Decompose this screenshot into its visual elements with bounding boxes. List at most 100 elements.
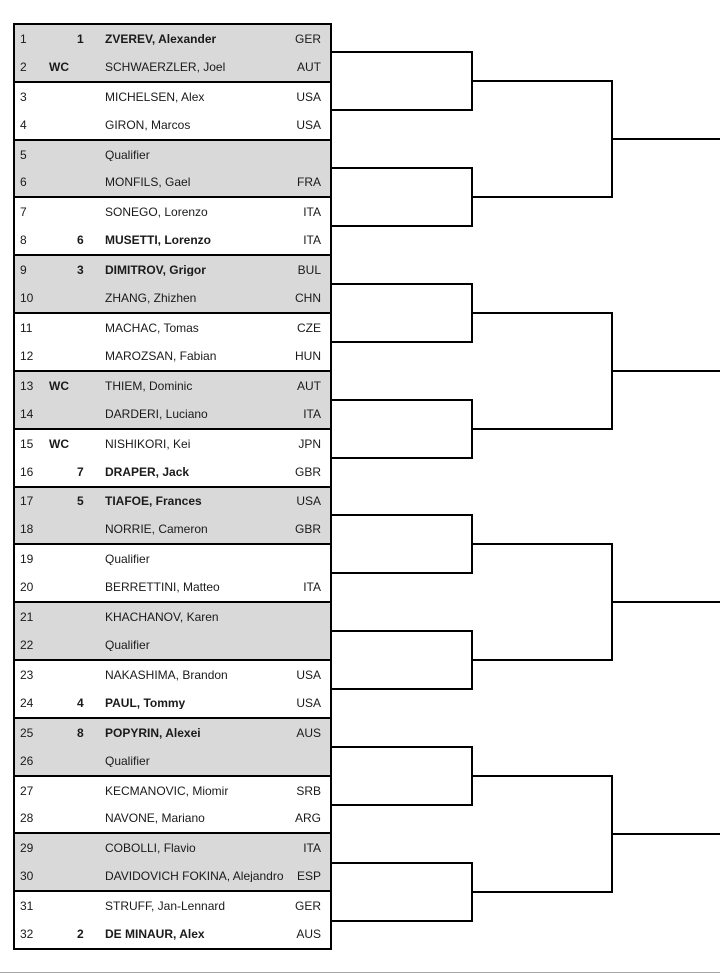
player-name: Qualifier <box>105 754 150 767</box>
player-position: 4 <box>20 117 27 132</box>
quarterfinal-line-5 <box>472 543 612 545</box>
player-row: 6 MONFILS, Gael FRA <box>15 169 330 197</box>
r16-winner-line-2 <box>332 109 472 111</box>
seed-number: 3 <box>77 263 84 278</box>
country-code: USA <box>296 117 321 132</box>
player-name: DRAPER, Jack <box>105 465 190 478</box>
player-name: MICHELSEN, Alex <box>105 90 205 103</box>
country-code: AUT <box>297 378 321 393</box>
r16-winner-line-14 <box>332 804 472 806</box>
seed-number: 4 <box>77 695 84 710</box>
player-position: 32 <box>20 927 34 942</box>
country-code: FRA <box>297 175 321 190</box>
player-position: 6 <box>20 175 27 190</box>
seed-number: 1 <box>77 31 84 46</box>
player-name: ZVEREV, Alexander <box>105 32 217 45</box>
quarterfinal-line-7 <box>472 775 612 777</box>
player-name: KECMANOVIC, Miomir <box>105 784 229 797</box>
semifinal-line-1 <box>612 138 720 140</box>
country-code: ITA <box>303 580 321 595</box>
player-position: 15 <box>20 436 34 451</box>
player-name: NISHIKORI, Kei <box>105 437 191 450</box>
player-name: KHACHANOV, Karen <box>105 611 219 624</box>
country-code: GBR <box>294 464 321 479</box>
player-name: MAROZSAN, Fabian <box>105 349 217 362</box>
country-code: GER <box>294 899 321 914</box>
country-code: CHN <box>295 291 321 306</box>
r16-winner-line-4 <box>332 225 472 227</box>
player-position: 8 <box>20 233 27 248</box>
player-position: 5 <box>20 147 27 162</box>
wildcard-tag: WC <box>49 436 69 451</box>
player-name: PAUL, Tommy <box>105 696 186 709</box>
country-code: BUL <box>297 263 321 278</box>
player-name: SONEGO, Lorenzo <box>105 206 208 219</box>
player-name: MACHAC, Tomas <box>105 322 199 335</box>
semifinal-line-2 <box>612 370 720 372</box>
player-name: DAVIDOVICH FOKINA, Alejandro <box>105 870 284 883</box>
r16-winner-line-7 <box>332 399 472 401</box>
player-row: 1 1 ZVEREV, Alexander GER <box>15 25 330 53</box>
match-block: 5 Qualifier 6 MONFILS, Gael FRA <box>15 140 330 199</box>
player-name: TIAFOE, Frances <box>105 495 202 508</box>
seed-number: 7 <box>77 464 84 479</box>
player-name: NAKASHIMA, Brandon <box>105 668 228 681</box>
player-position: 11 <box>20 321 33 336</box>
player-position: 31 <box>20 899 34 914</box>
player-position: 16 <box>20 464 34 479</box>
player-name: MONFILS, Gael <box>105 176 191 189</box>
country-code: USA <box>296 695 321 710</box>
player-name: NORRIE, Cameron <box>105 523 208 536</box>
player-name: STRUFF, Jan-Lennard <box>105 900 226 913</box>
quarterfinal-line-2 <box>472 196 612 198</box>
player-position: 14 <box>20 406 34 421</box>
player-position: 23 <box>20 667 34 682</box>
player-position: 29 <box>20 841 34 856</box>
quarterfinal-line-8 <box>472 891 612 893</box>
seed-number: 8 <box>77 725 84 740</box>
country-code: ARG <box>294 811 321 826</box>
player-name: Qualifier <box>105 148 150 161</box>
player-name: MUSETTI, Lorenzo <box>105 234 211 247</box>
page-edge-line <box>0 972 720 973</box>
r16-winner-line-3 <box>332 167 472 169</box>
player-position: 2 <box>20 59 27 74</box>
seed-number: 6 <box>77 233 84 248</box>
semifinal-line-4 <box>612 833 720 835</box>
player-position: 13 <box>20 378 34 393</box>
country-code: USA <box>296 667 321 682</box>
country-code: AUT <box>297 59 321 74</box>
player-name: SCHWAERZLER, Joel <box>105 60 226 73</box>
country-code: ITA <box>303 841 321 856</box>
quarterfinal-line-6 <box>472 659 612 661</box>
player-name: POPYRIN, Alexei <box>105 726 201 739</box>
country-code: GER <box>294 31 321 46</box>
country-code: HUN <box>295 348 321 363</box>
country-code: AUS <box>296 725 321 740</box>
player-position: 12 <box>20 348 34 363</box>
player-name: ZHANG, Zhizhen <box>105 292 197 305</box>
player-position: 20 <box>20 580 34 595</box>
player-position: 30 <box>20 869 34 884</box>
player-name: DE MINAUR, Alex <box>105 928 205 941</box>
player-name: NAVONE, Mariano <box>105 812 205 825</box>
player-position: 1 <box>20 31 27 46</box>
r16-winner-line-1 <box>332 51 472 53</box>
